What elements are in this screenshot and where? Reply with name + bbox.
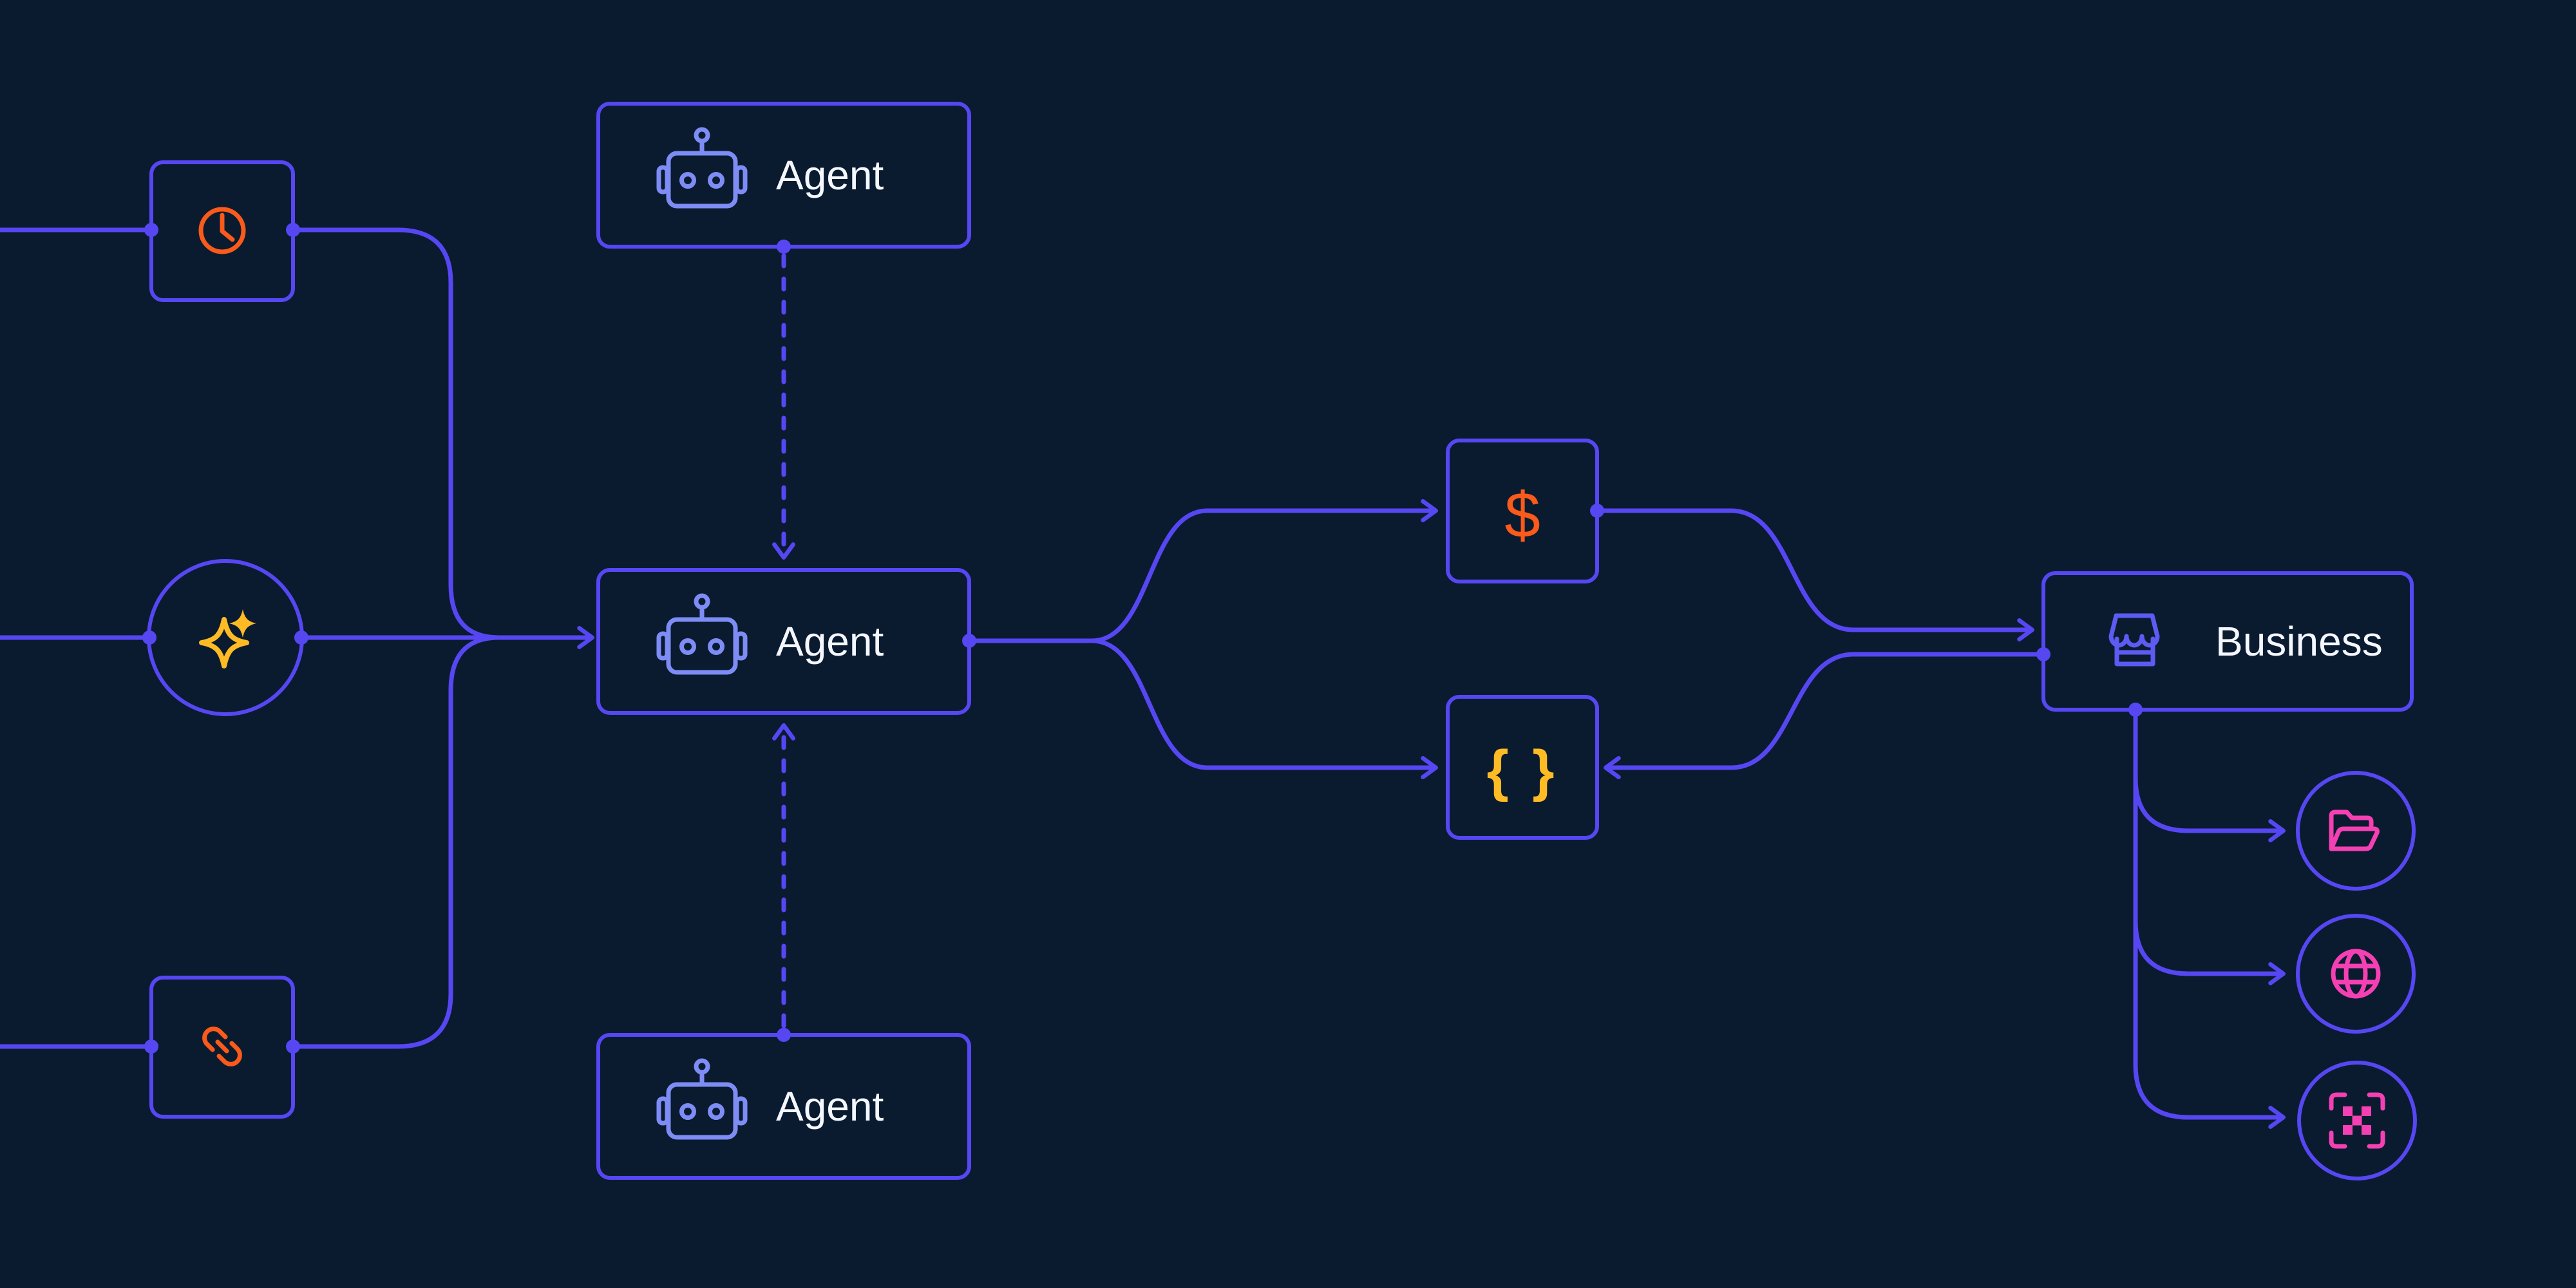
node-agent-main[interactable]: Agent (596, 568, 971, 715)
node-output-web[interactable] (2296, 914, 2416, 1034)
connection-ports[interactable] (142, 223, 2143, 1054)
edge-business-to-files (2133, 707, 2286, 842)
node-trigger-clock[interactable] (149, 160, 295, 302)
node-output-files[interactable] (2296, 771, 2416, 891)
node-trigger-sparkle[interactable] (147, 559, 304, 716)
connection-port[interactable] (286, 223, 300, 237)
agent-main-label: Agent (776, 618, 884, 665)
connection-port[interactable] (144, 223, 158, 237)
business-label: Business (2215, 618, 2383, 665)
connection-port[interactable] (777, 240, 791, 254)
node-agent-bottom[interactable]: Agent (596, 1033, 971, 1180)
link-icon (202, 1027, 242, 1066)
braces-glyph: { } (1487, 739, 1558, 802)
edge-agent-to-json (967, 638, 1438, 779)
connection-port[interactable] (777, 1028, 791, 1042)
edge-business-to-scan (2133, 707, 2286, 1129)
connection-port[interactable] (144, 1039, 158, 1054)
connection-port[interactable] (1590, 504, 1604, 518)
edge-payments-to-business (1595, 508, 2034, 641)
node-trigger-link[interactable] (149, 976, 295, 1119)
connection-port[interactable] (286, 1039, 300, 1054)
robot-icon (659, 1061, 745, 1137)
connection-port[interactable] (2128, 703, 2143, 717)
node-output-scan[interactable] (2297, 1061, 2417, 1180)
connection-port[interactable] (962, 634, 976, 648)
connection-port[interactable] (294, 630, 308, 645)
edges (0, 227, 2286, 1129)
connection-port[interactable] (2036, 647, 2050, 661)
agent-top-label: Agent (776, 152, 884, 198)
node-agent-top[interactable]: Agent (596, 102, 971, 249)
connection-port[interactable] (142, 630, 156, 645)
node-payments[interactable]: $ (1446, 439, 1599, 583)
edge-clock-to-merge (290, 227, 502, 640)
dollar-glyph: $ (1504, 479, 1540, 551)
robot-icon (659, 596, 745, 672)
edge-business-to-json (1604, 652, 2046, 779)
folder-icon (2329, 810, 2380, 851)
edge-agent-to-payments (967, 499, 1438, 643)
qr-scan-icon (2329, 1092, 2385, 1149)
sparkles-icon (199, 609, 256, 668)
clock-icon (198, 207, 246, 254)
edge-link-to-merge (290, 635, 502, 1049)
storefront-icon (2108, 613, 2160, 667)
edge-business-to-web (2133, 707, 2286, 985)
node-business[interactable]: Business (2041, 571, 2414, 712)
globe-icon (2331, 949, 2381, 999)
robot-icon (659, 129, 745, 206)
agent-bottom-label: Agent (776, 1083, 884, 1130)
node-json-data[interactable]: { } (1446, 695, 1599, 840)
